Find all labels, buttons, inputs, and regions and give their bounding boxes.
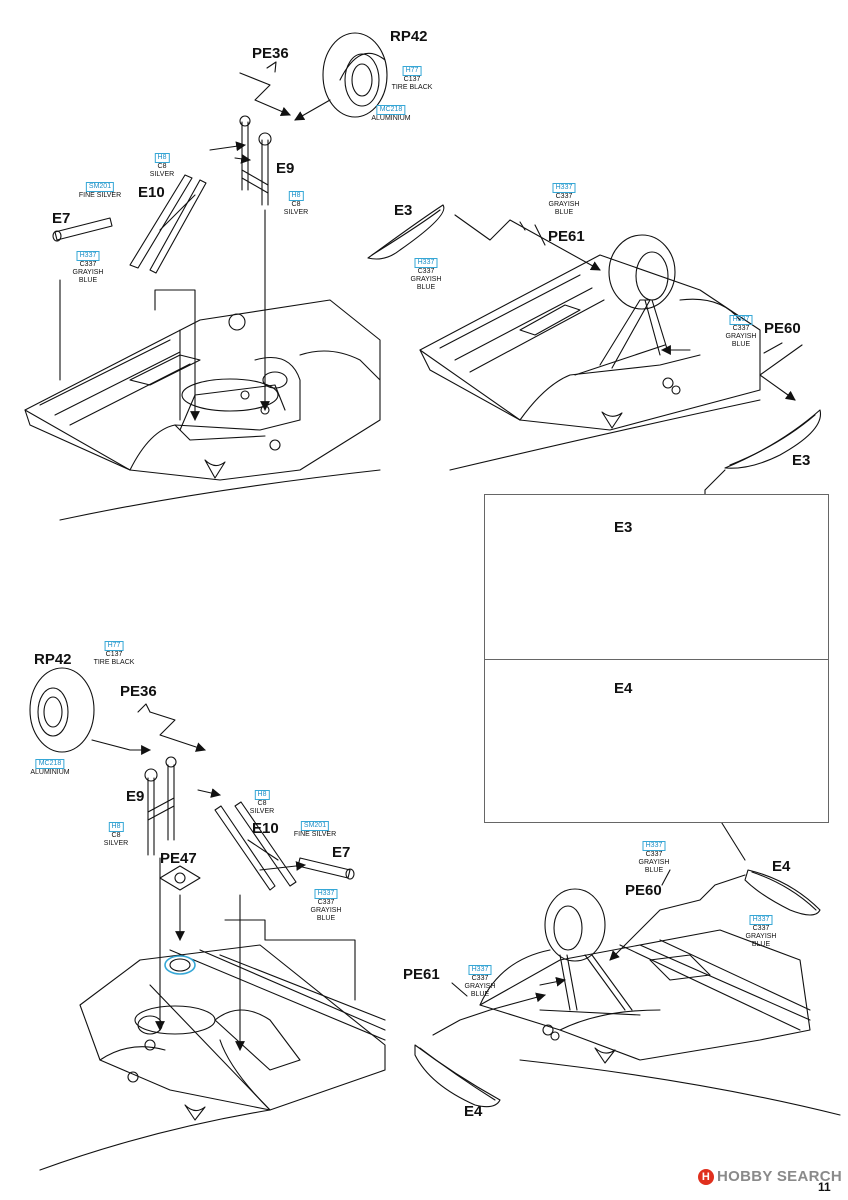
inset-divider xyxy=(485,659,828,660)
label-e4-inset: E4 xyxy=(614,680,633,697)
label-e10-top: E10 xyxy=(138,184,165,201)
wheel-well-top-left xyxy=(179,313,288,479)
wing-top-right xyxy=(419,254,761,471)
rod-pe61-top xyxy=(534,224,546,246)
page-number: 11 xyxy=(818,1180,831,1194)
label-e3-top-left: E3 xyxy=(394,202,413,219)
paint-callout-aluminium-bottom: MC218 ALUMINIUM xyxy=(30,759,70,776)
paint-callout-grayish-blue-e4-bottom: H337 C337 GRAYISH BLUE xyxy=(745,915,777,948)
label-e9-top: E9 xyxy=(276,160,295,177)
label-e4-bottom: E4 xyxy=(464,1103,483,1120)
label-pe60-top: PE60 xyxy=(764,320,801,337)
logo-text: HOBBY SEARCH xyxy=(717,1168,843,1185)
label-e9-bottom: E9 xyxy=(126,788,145,805)
wing-top-left xyxy=(24,299,381,521)
label-e10-bottom: E10 xyxy=(252,820,279,837)
rod-pe60-bottom xyxy=(661,869,671,886)
strut-e10-top xyxy=(129,174,207,274)
label-e7-bottom: E7 xyxy=(332,844,351,861)
paint-callout-silver-e10-bottom: H8 C8 SILVER xyxy=(249,790,275,815)
paint-callout-grayish-blue-e7-bottom: H337 C337 GRAYISH BLUE xyxy=(310,889,342,922)
door-e4-right xyxy=(744,869,821,916)
wheel-rp42-top xyxy=(322,32,388,118)
detail-inset xyxy=(484,494,829,823)
clip-pe36-top xyxy=(266,61,277,73)
wheel-assembly-bottom-right xyxy=(539,888,641,1064)
paint-callout-grayish-blue-pe60-bottom: H337 C337 GRAYISH BLUE xyxy=(638,841,670,874)
label-pe60-bottom: PE60 xyxy=(625,882,662,899)
shaft-e7-bottom xyxy=(297,857,355,880)
wheel-rp42-bottom xyxy=(29,667,95,753)
label-rp42-bottom: RP42 xyxy=(34,651,72,668)
paint-callout-tire-bottom: H77 C137 TIRE BLACK xyxy=(93,641,135,666)
paint-callout-grayish-blue-pe60-top: H337 C337 GRAYISH BLUE xyxy=(725,315,757,348)
wheel-well-bottom-left xyxy=(127,1005,216,1121)
paint-callout-grayish-blue-e3-top: H337 C337 GRAYISH BLUE xyxy=(410,258,442,291)
shaft-e7-top xyxy=(52,217,113,242)
label-rp42-top: RP42 xyxy=(390,28,428,45)
paint-callout-grayish-blue-pe61-top: H337 C337 GRAYISH BLUE xyxy=(548,183,580,216)
paint-callout-silver-e9-bottom: H8 C8 SILVER xyxy=(103,822,129,847)
label-pe61-bottom: PE61 xyxy=(403,966,440,983)
paint-callout-grayish-blue-e7-top: H337 C337 GRAYISH BLUE xyxy=(72,251,104,284)
label-e7-top: E7 xyxy=(52,210,71,227)
paint-callout-grayish-blue-pe61-bottom: H337 C337 GRAYISH BLUE xyxy=(464,965,496,998)
label-pe61-top: PE61 xyxy=(548,228,585,245)
door-e3-top-left xyxy=(367,204,445,260)
strut-e10-bottom xyxy=(214,801,297,891)
paint-callout-silver-e10-top: H8 C8 SILVER xyxy=(149,153,175,178)
paint-callout-silver-e9-top: H8 C8 SILVER xyxy=(283,191,309,216)
plate-pe47 xyxy=(159,865,201,891)
door-e4-bottom xyxy=(414,1044,501,1108)
label-pe36-top: PE36 xyxy=(252,45,289,62)
paint-callout-fine-silver-bottom: SM201 FINE SILVER xyxy=(293,821,337,838)
paint-callout-tire-top: H77 C137 TIRE BLACK xyxy=(391,66,433,91)
label-e3-top-right: E3 xyxy=(792,452,811,469)
leg-e9-bottom xyxy=(144,756,177,856)
label-pe36-bottom: PE36 xyxy=(120,683,157,700)
wing-bottom-right xyxy=(479,929,841,1116)
leg-e9-top xyxy=(239,115,272,206)
label-e4-right: E4 xyxy=(772,858,791,875)
paint-callout-aluminium-top: MC218 ALUMINIUM xyxy=(371,105,411,122)
label-e3-inset: E3 xyxy=(614,519,633,536)
wing-bottom-left xyxy=(39,944,386,1171)
rod-pe61-bottom xyxy=(451,982,468,997)
rod-pe60-top xyxy=(763,342,783,354)
hobby-search-logo-icon: H xyxy=(698,1169,714,1186)
wheel-assembly-top-right xyxy=(574,234,681,429)
label-pe47: PE47 xyxy=(160,850,197,867)
paint-callout-fine-silver-top: SM201 FINE SILVER xyxy=(78,182,122,199)
door-e3-top-right xyxy=(724,409,822,469)
clip-pe36-bottom xyxy=(137,703,151,713)
